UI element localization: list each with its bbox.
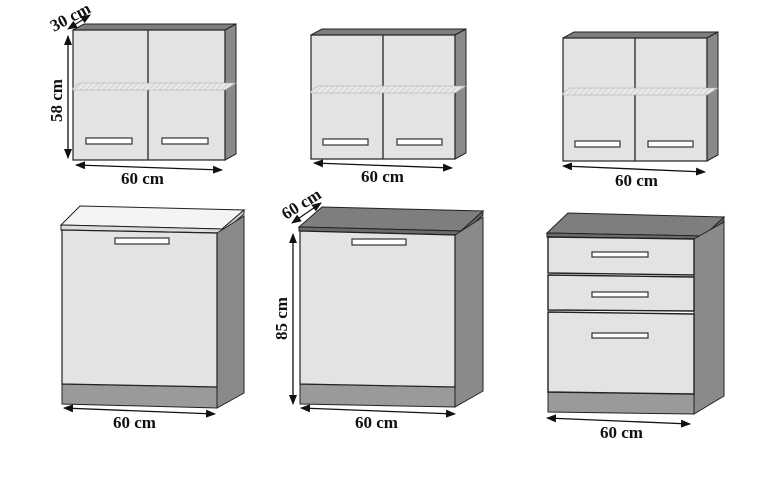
door-handle-icon: [85, 137, 133, 145]
wall-cabinet-1: 58 cm 30 cm 60 cm: [47, 0, 238, 188]
door-handle-icon: [574, 140, 621, 148]
width-label: 60 cm: [355, 413, 398, 432]
drawer-3: [547, 311, 695, 395]
height-label: 58 cm: [47, 79, 66, 122]
door-handle-icon: [161, 137, 209, 145]
depth-dimension-arrow: [67, 14, 91, 30]
width-dimension-arrow: [63, 404, 216, 418]
depth-dimension-arrow: [291, 202, 322, 224]
base-cabinet-3: 60 cm: [545, 212, 726, 442]
width-label: 60 cm: [361, 167, 404, 186]
width-label: 60 cm: [121, 169, 164, 188]
drawer-handle-icon: [591, 332, 649, 339]
drawer-handle-icon: [591, 291, 649, 298]
door-handle-icon: [114, 237, 170, 245]
base-cabinet-1: 60 cm: [59, 205, 246, 432]
door-handle-icon: [351, 238, 407, 246]
width-label: 60 cm: [615, 171, 658, 190]
width-dimension-arrow: [300, 404, 456, 418]
width-dimension-arrow: [75, 161, 223, 174]
base-cabinet-2: 85 cm 60 cm 60 cm: [272, 185, 485, 432]
wall-cabinet-3: 60 cm: [562, 31, 720, 190]
drawer-handle-icon: [591, 251, 649, 258]
wall-cabinet-2: 60 cm: [310, 28, 468, 186]
height-label: 85 cm: [272, 297, 291, 340]
width-dimension-arrow: [313, 159, 453, 172]
door-handle-icon: [322, 138, 369, 146]
width-dimension-arrow: [546, 414, 691, 428]
width-label: 60 cm: [113, 413, 156, 432]
width-label: 60 cm: [600, 423, 643, 442]
width-dimension-arrow: [562, 162, 706, 176]
door-handle-icon: [396, 138, 443, 146]
door-handle-icon: [647, 140, 694, 148]
